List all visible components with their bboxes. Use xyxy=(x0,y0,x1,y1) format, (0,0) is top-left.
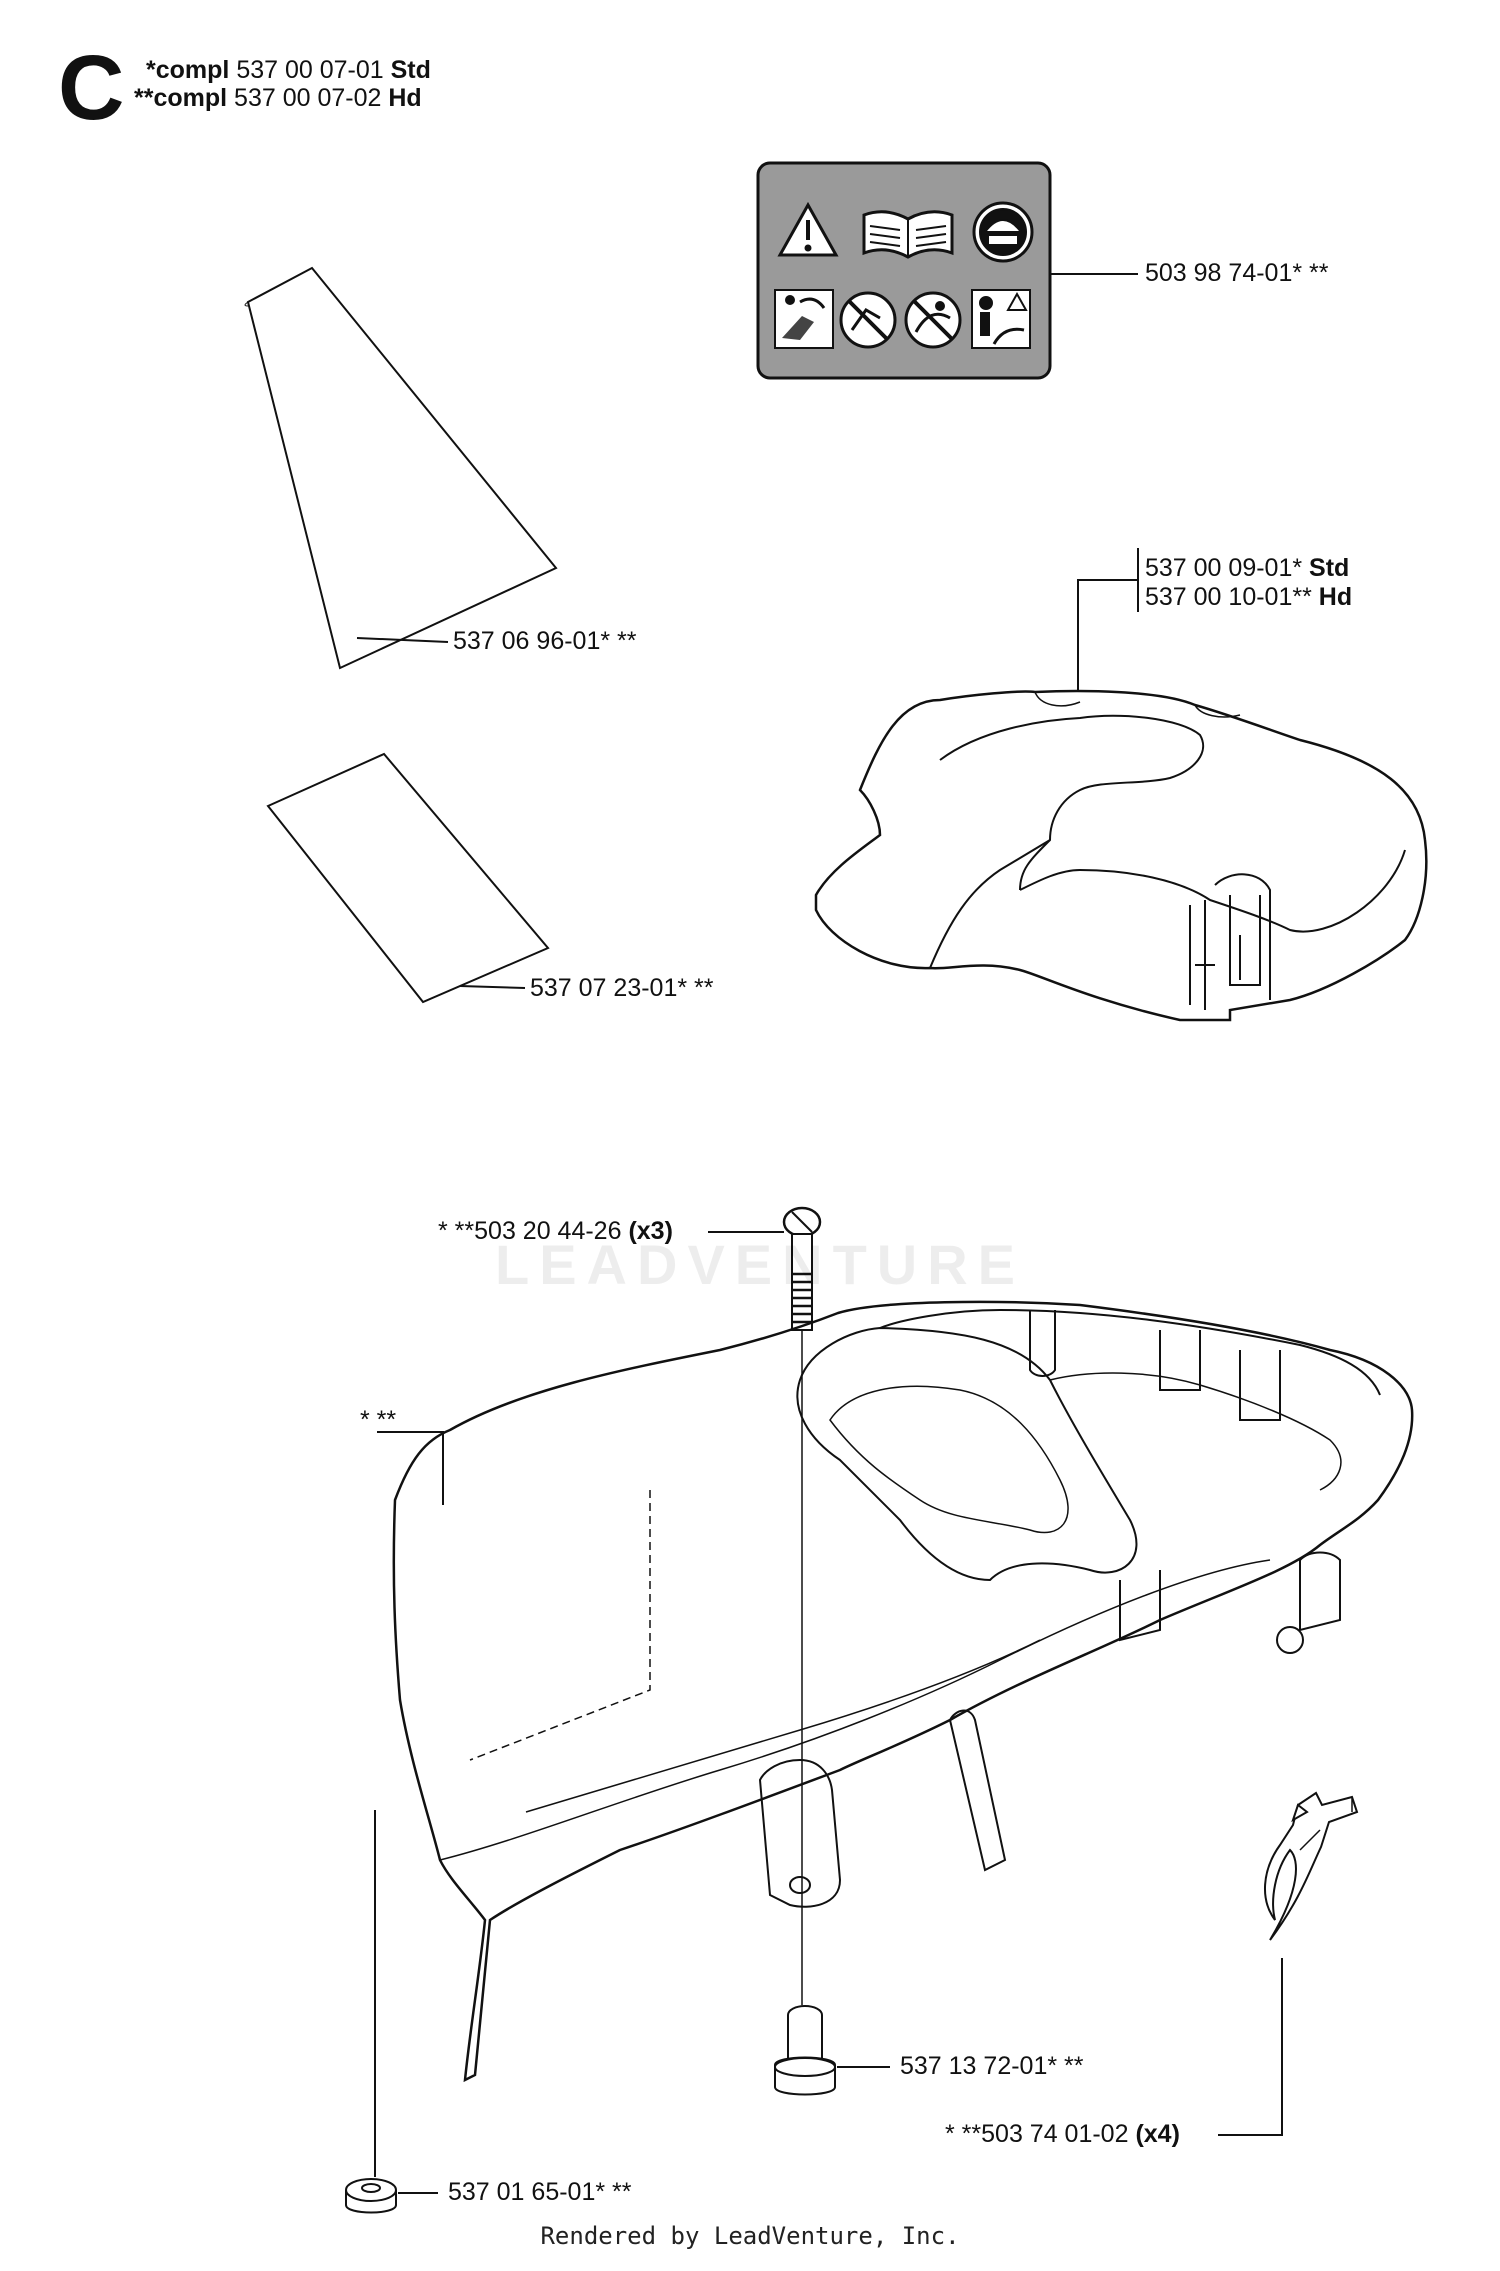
leader-top-cover xyxy=(1077,579,1138,692)
callout-screw-qty: (x3) xyxy=(628,1217,673,1245)
callout-decal-triangle: 537 06 96-01* ** xyxy=(453,627,637,655)
callout-clip-qty: (x4) xyxy=(1135,2120,1180,2148)
leader-decal-triangle xyxy=(356,637,449,643)
callout-housing: * ** xyxy=(360,1406,397,1434)
grommet xyxy=(345,2178,397,2214)
rectangle-decal xyxy=(266,752,550,1004)
callout-cover-hd-suffix: Hd xyxy=(1318,583,1353,611)
clip xyxy=(1264,1791,1359,1941)
watermark: LEADVENTURE xyxy=(495,1233,1026,1296)
header-hd-number: 537 00 07-02 xyxy=(234,84,382,112)
manual-book-icon xyxy=(862,210,954,259)
callout-cover-std: 537 00 09-01* Std xyxy=(1145,554,1349,583)
sleeve xyxy=(774,2005,836,2096)
helmet-icon xyxy=(972,201,1034,263)
callout-cover-hd: 537 00 10-01** Hd xyxy=(1145,583,1352,612)
leader-housing xyxy=(377,1431,444,1505)
section-letter: C xyxy=(58,37,125,139)
callout-cover-std-suffix: Std xyxy=(1309,554,1350,582)
housing xyxy=(392,1300,1414,2083)
triangle-decal xyxy=(246,266,558,670)
header-hd-prefix: **compl xyxy=(134,84,228,112)
leader-clip xyxy=(1218,1958,1283,2136)
callout-clip-number: * **503 74 01-02 xyxy=(945,2120,1129,2148)
header-std-number: 537 00 07-01 xyxy=(236,56,384,84)
screw xyxy=(782,1206,822,1331)
callout-grommet: 537 01 65-01* ** xyxy=(448,2178,632,2206)
header-line-hd: **compl 537 00 07-02 Hd xyxy=(134,84,422,112)
callout-sleeve: 537 13 72-01* ** xyxy=(900,2052,1084,2080)
header-hd-suffix: Hd xyxy=(388,84,422,112)
callout-decal-rectangle: 537 07 23-01* ** xyxy=(530,974,714,1002)
footer-credit: Rendered by LeadVenture, Inc. xyxy=(540,2222,960,2250)
no-one-hand-icon xyxy=(839,291,897,349)
leader-decal-rectangle xyxy=(459,985,526,989)
callout-screw-number: * **503 20 44-26 xyxy=(438,1217,622,1245)
callout-clip: * **503 74 01-02 (x4) xyxy=(945,2120,1180,2149)
callout-screw: * **503 20 44-26 (x3) xyxy=(438,1217,673,1246)
operator-warning-icon xyxy=(971,289,1031,349)
kickback-icon xyxy=(774,289,834,349)
top-cover xyxy=(814,689,1428,1022)
header-std-prefix: *compl xyxy=(146,56,230,84)
warning-decal xyxy=(756,161,1052,380)
callout-cover-hd-number: 537 00 10-01** xyxy=(1145,583,1312,611)
header-std-suffix: Std xyxy=(390,56,431,84)
no-tip-contact-icon xyxy=(904,291,962,349)
callout-decal-warning: 503 98 74-01* ** xyxy=(1145,259,1329,287)
header-line-std: *compl 537 00 07-01 Std xyxy=(146,56,431,84)
callout-cover-std-number: 537 00 09-01* xyxy=(1145,554,1303,582)
